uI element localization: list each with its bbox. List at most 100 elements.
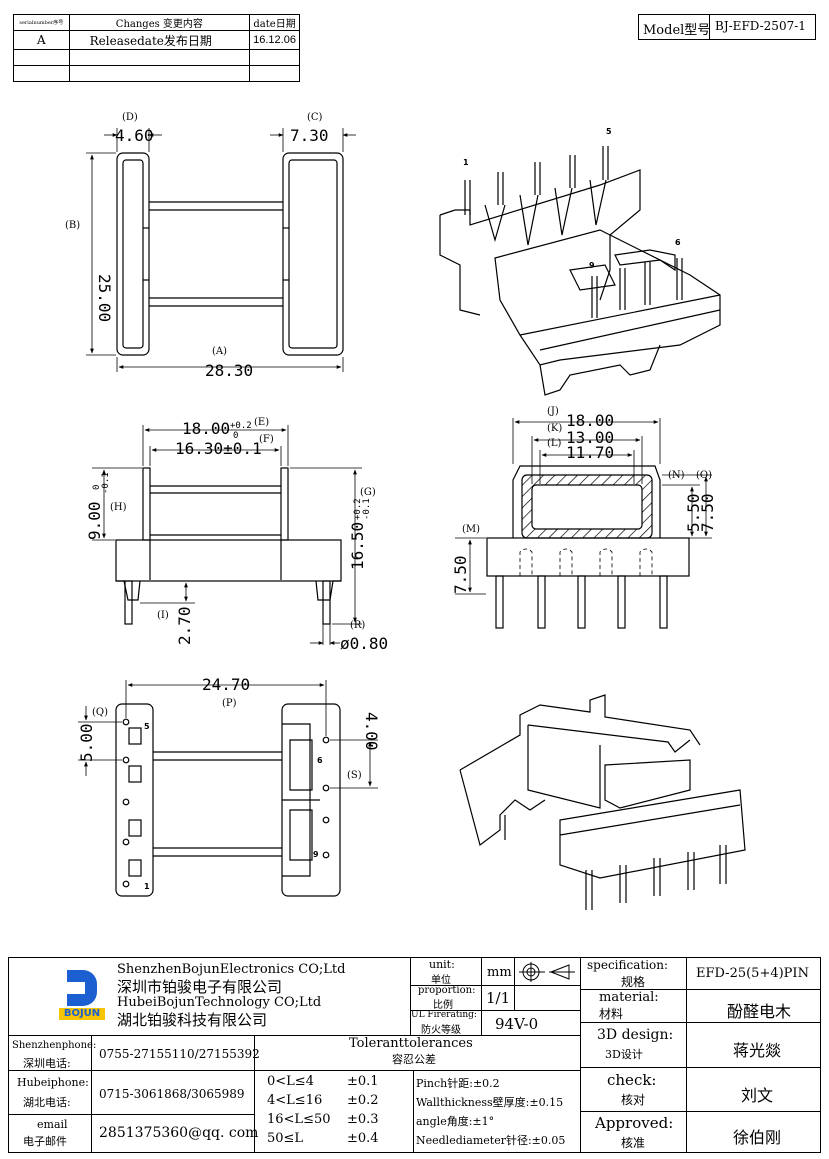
dim-value-s: 4.00 <box>362 712 381 751</box>
dim-value-j: 18.00 <box>566 411 614 430</box>
approved-label: Approved: <box>595 1114 674 1132</box>
dim-tag-h: (H) <box>110 502 127 513</box>
dim-tag-p: (P) <box>222 698 237 709</box>
tol-minus-e: 0 <box>233 431 238 441</box>
company-cn-1: 深圳市铂骏电子有限公司 <box>117 978 283 996</box>
bottom-pin-label-9: 9 <box>313 850 319 859</box>
dim-value-q: 5.00 <box>77 723 96 762</box>
divider <box>481 958 482 1035</box>
company-en-2: HubeiBojunTechnology CO;Ltd <box>117 995 322 1010</box>
dim-tag-l: (L) <box>547 438 562 449</box>
sz-phone-label: Shenzhenphone: <box>12 1040 97 1051</box>
dim-value-c: 7.30 <box>290 126 329 145</box>
design-value: 蒋光燚 <box>733 1041 782 1060</box>
divider <box>9 1070 254 1071</box>
dim-tag-g: (G) <box>360 487 376 498</box>
dim-tag-c: (C) <box>307 112 323 123</box>
divider <box>9 1035 580 1036</box>
dim-value-g: 16.50 <box>348 522 367 570</box>
email-label: email <box>37 1118 68 1131</box>
dim-tag-i: (I) <box>157 610 169 621</box>
revision-table: serialnumber序号 Changes 变更内容 date日期 A Rel… <box>13 14 300 82</box>
unit-label-cn: 单位 <box>431 975 451 986</box>
changes-cell: Releasedate发布日期 <box>68 30 251 50</box>
approved-label-cn: 核准 <box>621 1136 646 1150</box>
company-cn-2: 湖北铂骏科技有限公司 <box>117 1011 268 1029</box>
dim-tag-s: (S) <box>347 770 362 781</box>
divider <box>580 1067 821 1068</box>
dim-tag-d: (D) <box>122 112 138 123</box>
proportion-value: 1/1 <box>486 989 511 1007</box>
company-logo: BOJUN <box>59 968 105 1024</box>
title-block: BOJUN ShenzhenBojunElectronics CO;Ltd 深圳… <box>8 957 821 1153</box>
bottom-pin-label-1: 1 <box>144 882 150 891</box>
dim-value-l: 11.70 <box>566 443 614 462</box>
dim-value-p: 24.70 <box>202 675 250 694</box>
check-label: check: <box>607 1071 657 1089</box>
dim-tag-n: (N) <box>668 470 685 481</box>
dim-value-k: 13.00 <box>566 428 614 447</box>
front-view <box>92 425 362 645</box>
tol-value-2: ±0.2 <box>347 1093 379 1108</box>
divider <box>9 1114 254 1115</box>
divider <box>254 1035 255 1152</box>
third-angle-projection-icon <box>519 962 575 982</box>
dim-value-d: 4.60 <box>115 126 154 145</box>
model-label: Model型号 <box>643 23 711 38</box>
hb-phone-label-cn: 湖北电话: <box>23 1096 71 1109</box>
material-label-cn: 材料 <box>599 1007 624 1021</box>
ul-label-cn: 防火等级 <box>421 1025 461 1036</box>
sz-phone-value: 0755-27155110/27155392 <box>99 1047 260 1061</box>
model-box: Model型号 BJ-EFD-2507-1 <box>638 14 816 40</box>
divider <box>686 958 687 1152</box>
dim-tag-o: (O) <box>696 470 712 481</box>
email-value: 2851375360@qq. com <box>99 1125 259 1141</box>
dim-tag-e: (E) <box>254 417 269 428</box>
tol-range-4: 50≤L <box>267 1131 304 1146</box>
divider <box>580 989 821 990</box>
spec-value: EFD-25(5+4)PIN <box>696 966 809 981</box>
tol-range-2: 4<L≤16 <box>267 1093 323 1108</box>
spec-label-cn: 规格 <box>621 975 646 989</box>
tolerance-title-cn: 容忍公差 <box>392 1053 436 1066</box>
divider <box>580 1022 821 1023</box>
tol-note-2: Wallthickness壁厚度:±0.15 <box>416 1096 564 1109</box>
empty-cell <box>249 65 300 82</box>
technical-drawing: (D) (C) (B) (A) (E) (F) (H) (G) (I) (R) … <box>65 112 746 910</box>
tolerance-title: Toleranttolerances <box>349 1036 473 1051</box>
tol-plus-h: 0 <box>92 485 102 490</box>
tol-range-3: 16<L≤50 <box>267 1112 331 1127</box>
tol-note-4: Needlediameter针径:±0.05 <box>416 1134 566 1147</box>
unit-label: unit: <box>429 958 455 971</box>
tol-minus-g: -0.1 <box>362 498 372 520</box>
dim-tag-k: (K) <box>547 423 562 434</box>
divider <box>413 1070 414 1152</box>
ul-value: 94V-0 <box>495 1015 539 1033</box>
email-label-cn: 电子邮件 <box>23 1135 67 1148</box>
bottom-pin-label-6: 6 <box>317 756 323 765</box>
divider <box>254 1070 580 1071</box>
dim-value-r: ø0.80 <box>340 634 388 653</box>
top-view <box>86 128 356 372</box>
hb-phone-value: 0715-3061868/3065989 <box>99 1087 245 1101</box>
check-value: 刘文 <box>741 1086 774 1105</box>
sz-phone-label-cn: 深圳电话: <box>23 1057 71 1070</box>
model-value: BJ-EFD-2507-1 <box>715 19 806 33</box>
divider <box>410 1010 580 1011</box>
ul-label: UL Firerating: <box>411 1010 477 1020</box>
model-divider <box>709 15 710 39</box>
material-value: 酚醛电木 <box>727 1002 792 1021</box>
pin-label-9: 9 <box>589 261 595 270</box>
spec-label: specification: <box>587 958 669 972</box>
dim-tag-q: (Q) <box>92 707 108 718</box>
dim-value-a: 28.30 <box>205 361 253 380</box>
divider <box>580 1111 821 1112</box>
dim-value-e: 18.00 <box>182 419 230 438</box>
unit-value: mm <box>487 965 512 980</box>
bottom-pin-label-5: 5 <box>144 722 150 731</box>
dim-value-h: 9.00 <box>85 501 104 540</box>
dim-tag-m: (M) <box>462 524 480 535</box>
tol-note-1: Pinch针距:±0.2 <box>416 1077 500 1090</box>
bottom-view <box>78 680 378 897</box>
tol-value-3: ±0.3 <box>347 1112 379 1127</box>
